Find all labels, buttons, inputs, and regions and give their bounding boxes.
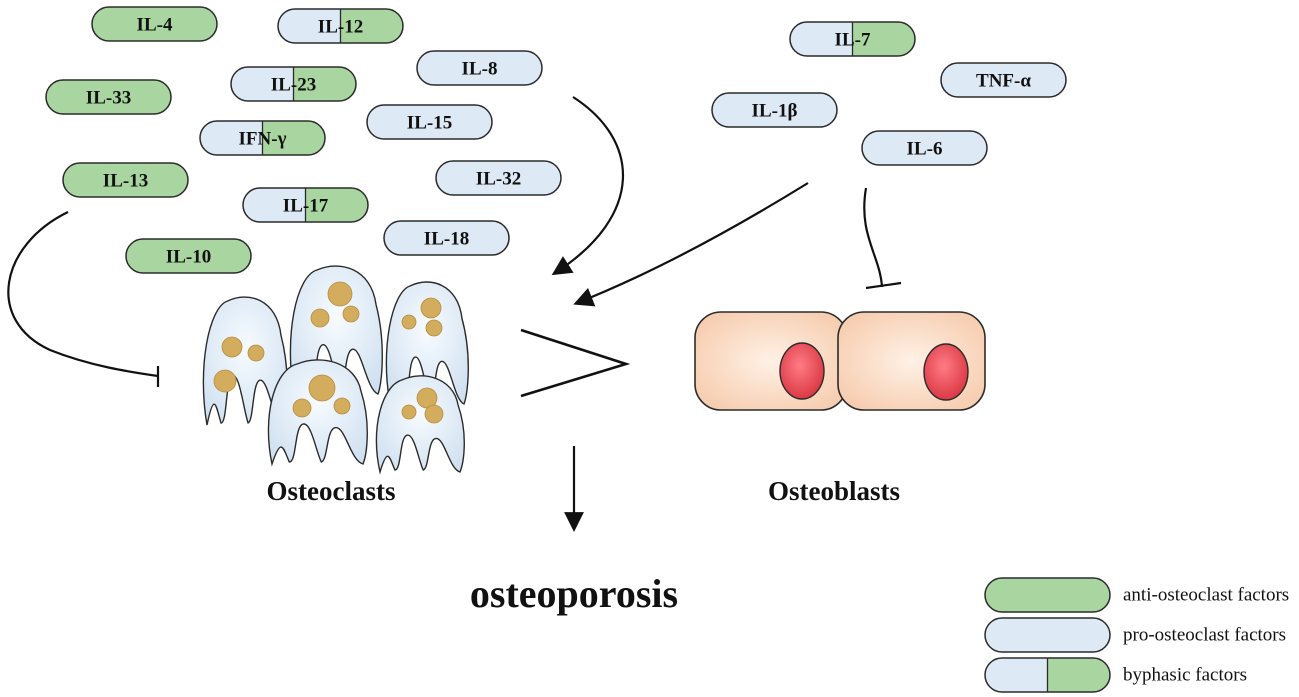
legend: anti-osteoclast factors pro-osteoclast fa… [984, 577, 1289, 693]
osteoclasts-label: Osteoclasts [267, 476, 396, 506]
osteoclast-nucleus [401, 314, 417, 330]
factor-pill-label: IL-18 [424, 229, 469, 250]
factor-pill-label: IL-6 [907, 139, 943, 160]
osteoclast-cell [202, 296, 288, 426]
factor-pill-label: IL-8 [462, 59, 498, 80]
il1b-arrow [573, 182, 809, 307]
legend-label: anti-osteoclast factors [1123, 585, 1289, 606]
osteoclast-nucleus [424, 404, 444, 424]
osteoclast-nucleus [327, 281, 353, 307]
factor-pill-label: IL-12 [318, 17, 363, 38]
factor-pill: IL-4 [91, 6, 218, 42]
factor-pill-label: IL-33 [86, 88, 131, 109]
factor-pill: IL-18 [383, 220, 510, 256]
factor-pill: IL-15 [366, 104, 493, 140]
osteoclast-cell [375, 375, 465, 475]
osteoclast-nucleus [420, 297, 442, 319]
factor-pill: IL-33 [45, 79, 172, 115]
legend-swatch [984, 577, 1111, 613]
factor-pill-label: IL-1β [752, 101, 798, 122]
osteoblast-cell-left [694, 311, 848, 411]
factor-pill-label: IL-10 [166, 247, 211, 268]
factor-pill: IL-6 [861, 130, 988, 166]
factor-pill-label: IL-32 [476, 169, 521, 190]
il13-inhibition-line [7, 211, 159, 378]
osteoblast-nucleus [779, 342, 825, 400]
factor-pill: IL-10 [125, 238, 252, 274]
il6-inhibition-line [863, 187, 884, 288]
osteoblast-group [694, 311, 986, 411]
factor-pill-label: IFN-γ [239, 129, 287, 150]
interaction-lines [7, 96, 902, 532]
osteoclast-nucleus [221, 336, 243, 358]
osteoblast-nucleus [923, 343, 969, 401]
il6-inhibition-bar [865, 281, 902, 290]
factor-pill: IL-13 [62, 162, 189, 198]
factor-pill: IL-23 [230, 66, 357, 102]
osteoclast-nucleus [401, 404, 417, 420]
osteoclast-group [202, 265, 469, 475]
factor-pill: IL-32 [435, 160, 562, 196]
factor-pill-label: IL-17 [283, 196, 329, 217]
osteoclast-nucleus [342, 305, 360, 323]
legend-swatch [984, 657, 1111, 693]
factor-pill: IL-17 [242, 187, 369, 223]
osteoclast-nucleus [333, 397, 351, 415]
osteoblasts-label: Osteoblasts [768, 476, 900, 506]
factor-pill: IL-8 [416, 50, 543, 86]
osteoclast-nucleus [308, 374, 336, 402]
osteoclast-nucleus [310, 308, 330, 328]
factor-pill-label: IL-7 [835, 30, 871, 51]
osteoclast-nucleus [247, 344, 265, 362]
factor-pill-label: TNF-α [976, 71, 1031, 92]
legend-label: pro-osteoclast factors [1123, 625, 1286, 646]
factor-pill: IL-12 [277, 8, 404, 44]
factor-pill: IFN-γ [199, 120, 326, 156]
factor-pill: TNF-α [940, 62, 1067, 98]
factor-pill: IL-7 [789, 21, 916, 57]
factor-pill-label: IL-15 [407, 113, 452, 134]
il8-arrow [551, 96, 625, 276]
greater-than-symbol [520, 328, 631, 398]
factor-pill: IL-1β [711, 92, 838, 128]
outcome-label: osteoporosis [470, 571, 678, 616]
legend-label: byphasic factors [1123, 665, 1247, 686]
osteoclast-cell [267, 359, 368, 467]
osteoclast-nucleus [213, 369, 237, 393]
factor-pill-label: IL-4 [137, 15, 173, 36]
legend-swatch [984, 617, 1111, 653]
factor-pill-label: IL-23 [271, 75, 316, 96]
osteoclast-nucleus [425, 319, 443, 337]
osteoclast-nucleus [292, 398, 312, 418]
factor-pill-label: IL-13 [103, 171, 148, 192]
